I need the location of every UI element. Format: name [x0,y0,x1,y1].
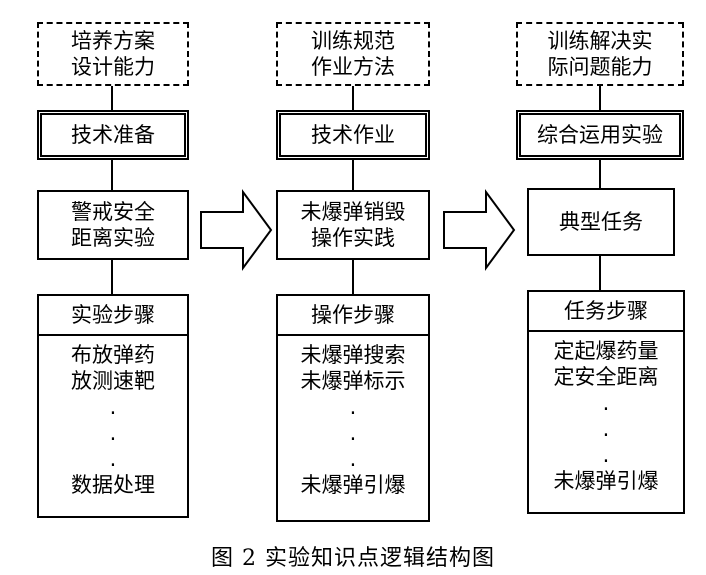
content-text-2: 未爆弹销毁 操作实践 [300,200,406,250]
goal-box-3: 训练解决实 际问题能力 [516,22,684,86]
goal-text-1: 培养方案 设计能力 [71,29,155,79]
step-item: 定起爆药量 [553,339,659,363]
step-item: . [602,391,610,415]
step-item: . [349,395,357,419]
stage-text-1: 技术准备 [71,123,155,147]
connector-3a [599,86,601,110]
connector-1b [111,160,113,190]
right-arrow-2 [443,188,516,272]
connector-3b [599,160,601,188]
stage-box-2: 技术作业 [276,110,430,160]
steps-box-1: 实验步骤 布放弹药 放测速靶 . . . 数据处理 [37,294,189,518]
content-text-3: 典型任务 [559,210,643,234]
step-item: . [349,447,357,471]
step-item: 定安全距离 [553,365,659,389]
step-item: . [602,443,610,467]
content-box-3: 典型任务 [527,188,675,256]
figure-caption: 图 2 实验知识点逻辑结构图 [211,546,495,571]
steps-divider-2 [278,334,428,336]
step-item: . [109,447,117,471]
goal-text-2: 训练规范 作业方法 [311,29,395,79]
steps-box-3: 任务步骤 定起爆药量 定安全距离 . . . 未爆弹引爆 [527,290,685,514]
step-item: 未爆弹引爆 [300,473,406,497]
step-item: 未爆弹搜索 [300,343,406,367]
stage-box-3: 综合运用实验 [516,110,684,160]
content-box-1: 警戒安全 距离实验 [37,190,189,260]
steps-list-2: 未爆弹搜索 未爆弹标示 . . . 未爆弹引爆 [278,342,428,498]
steps-divider-3 [529,330,683,332]
steps-title-1: 实验步骤 [71,303,155,327]
steps-divider-1 [39,334,187,336]
steps-title-2: 操作步骤 [311,303,395,327]
goal-box-1: 培养方案 设计能力 [37,22,189,86]
step-item: 未爆弹引爆 [553,469,659,493]
stage-box-1: 技术准备 [37,110,189,160]
step-item: . [349,421,357,445]
steps-list-3: 定起爆药量 定安全距离 . . . 未爆弹引爆 [529,338,683,494]
step-item: 数据处理 [71,473,155,497]
content-box-2: 未爆弹销毁 操作实践 [276,190,430,260]
steps-box-2: 操作步骤 未爆弹搜索 未爆弹标示 . . . 未爆弹引爆 [276,294,430,522]
step-item: . [109,395,117,419]
steps-title-3: 任务步骤 [564,299,648,323]
step-item: 未爆弹标示 [300,369,406,393]
connector-2c [352,260,354,294]
connector-1a [111,86,113,110]
step-item: . [602,417,610,441]
goal-text-3: 训练解决实 际问题能力 [547,29,653,79]
stage-text-2: 技术作业 [311,123,395,147]
goal-box-2: 训练规范 作业方法 [276,22,430,86]
content-text-1: 警戒安全 距离实验 [71,200,155,250]
step-item: 布放弹药 [71,343,155,367]
connector-2a [352,86,354,110]
stage-text-3: 综合运用实验 [537,123,663,147]
right-arrow-1 [200,188,273,272]
connector-1c [111,260,113,294]
connector-3c [599,256,601,290]
step-item: 放测速靶 [71,369,155,393]
step-item: . [109,421,117,445]
steps-list-1: 布放弹药 放测速靶 . . . 数据处理 [39,342,187,498]
connector-2b [352,160,354,190]
